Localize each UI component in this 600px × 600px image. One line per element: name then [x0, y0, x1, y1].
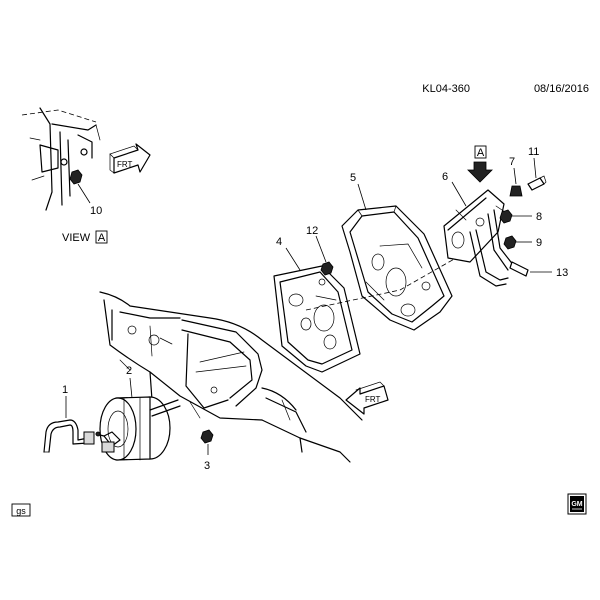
view-a-marker-box: [474, 145, 487, 159]
part-9-nut-icon: [503, 235, 517, 250]
callout-13: 13: [556, 267, 568, 279]
dash-panel-structure: [99, 291, 363, 463]
callout-10: 10: [90, 205, 102, 217]
gm-logo-icon: GM: [567, 493, 587, 515]
view-letter: A: [98, 232, 106, 244]
callout-12: 12: [306, 225, 318, 237]
detail-view-inset: [21, 107, 101, 211]
callout-3: 3: [204, 460, 210, 472]
front-label-upper: FRT: [117, 160, 133, 169]
diagram-date: 08/16/2016: [534, 83, 589, 95]
gs-tag-box: [11, 503, 31, 517]
callout-9: 9: [536, 237, 542, 249]
front-label-lower: FRT: [365, 395, 381, 404]
part-4-gasket: [273, 265, 361, 373]
part-8-nut-icon: [499, 209, 513, 224]
part-13-pin-icon: [509, 261, 529, 277]
front-arrow-upper-icon: FRT: [109, 143, 151, 174]
part-5-dash-insulator: [341, 205, 453, 331]
callout-4: 4: [276, 236, 282, 248]
callout-1: 1: [62, 384, 68, 396]
front-arrow-lower-icon: FRT: [345, 381, 389, 415]
callout-5: 5: [350, 172, 356, 184]
gm-logo-text: GM: [571, 501, 582, 508]
part-12-nut-icon: [320, 261, 334, 276]
view-a-direction-arrow-icon: [467, 161, 493, 183]
callout-11: 11: [528, 146, 539, 158]
view-label: VIEW: [62, 232, 91, 244]
callout-7: 7: [509, 156, 515, 168]
part-1-vacuum-hose: [43, 419, 95, 453]
callout-2: 2: [126, 365, 132, 377]
diagram-code: KL04-360: [422, 83, 470, 95]
nut-10-icon: [69, 169, 83, 185]
part-7-clip-icon: [509, 185, 523, 197]
callout-6: 6: [442, 171, 448, 183]
part-11-bolt-icon: [527, 175, 547, 191]
view-a-marker-letter: A: [477, 147, 485, 159]
view-letter-box: [95, 230, 108, 244]
callout-8: 8: [536, 211, 542, 223]
part-6-pedal-assembly: [443, 189, 515, 287]
part-2-brake-booster: [95, 396, 181, 461]
gs-tag: gs: [16, 506, 26, 516]
part-3-nut-icon: [200, 429, 214, 444]
